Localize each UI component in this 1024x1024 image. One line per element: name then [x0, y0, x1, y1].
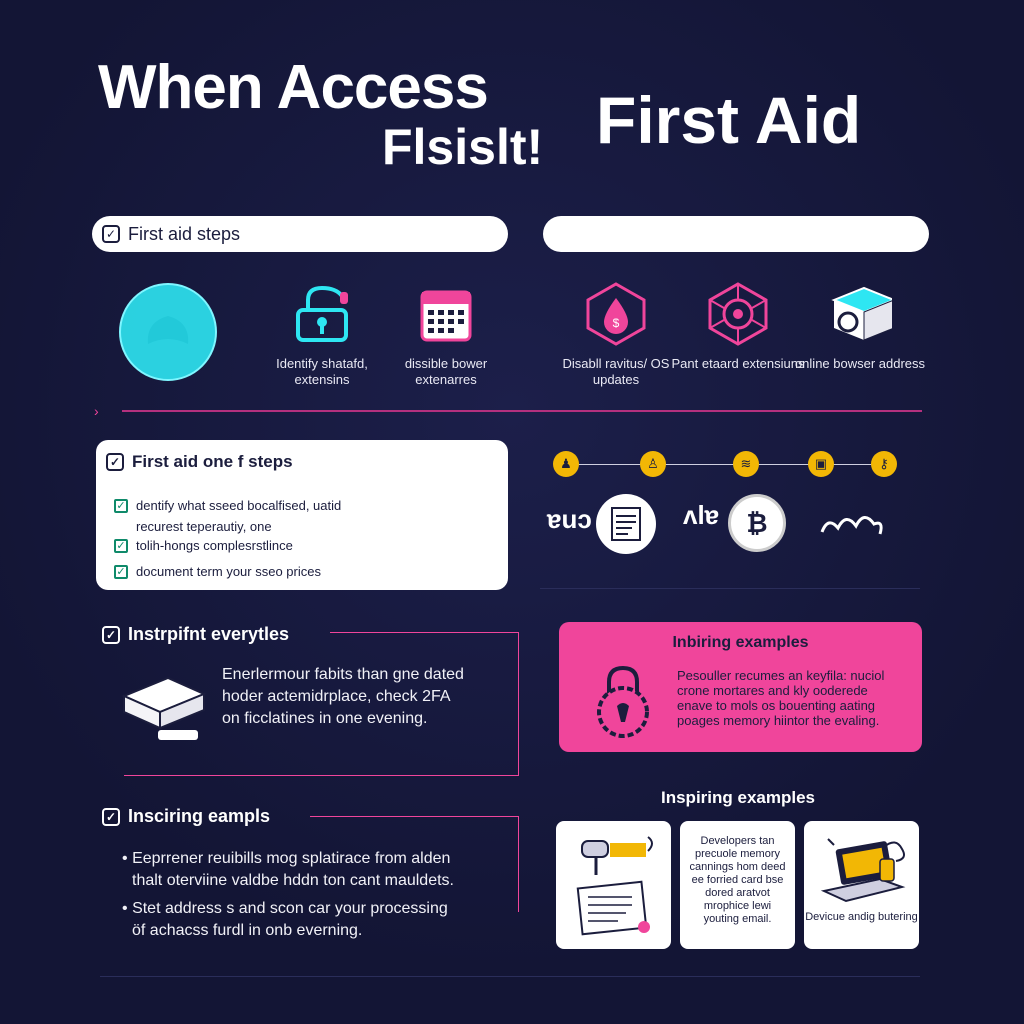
list-item: ✓ dentify what sseed bocalfised, uatid	[114, 498, 341, 513]
section-line-right	[518, 632, 519, 775]
section-line-top	[330, 632, 518, 633]
hard-drive-icon	[828, 282, 892, 346]
example-card-1	[556, 821, 671, 949]
steps-card-title: First aid one f steps	[132, 452, 293, 471]
first-aid-steps-pill: ✓ First aid steps	[92, 216, 508, 252]
timeline-line	[566, 464, 884, 465]
icon-caption: online bowser address	[794, 356, 926, 371]
example-card-text: Devicue andig butering	[805, 911, 918, 923]
timeline-wifi-icon: ≋	[733, 451, 759, 477]
list-item: ✓ tolih-hongs complesrstlince	[114, 538, 293, 553]
icon-item-4: $ Disabll ravitus/ OS updates	[546, 282, 686, 388]
pill-label: First aid steps	[128, 223, 241, 244]
body-line: hoder actemidrplace, check 2FA	[222, 688, 451, 705]
cyan-blob-icon	[118, 282, 218, 382]
inspiring-examples-title: Inspiring examples	[661, 788, 815, 807]
bullet-icon: •	[122, 850, 128, 867]
example-card-3: Devicue andig butering	[804, 821, 919, 949]
divider-line	[122, 410, 922, 412]
list-item-text: tolih-hongs complesrstlince	[136, 538, 293, 553]
divider-arrow-icon: ›	[94, 403, 99, 419]
check-icon: ✓	[114, 538, 128, 553]
icon-caption: Identify shatafd, extensins	[276, 356, 368, 387]
hexagon-drop-icon: $	[584, 282, 648, 346]
timeline-person-icon: ♙	[640, 451, 666, 477]
checkbox-icon: ✓	[102, 807, 120, 826]
laptop-icon	[818, 831, 908, 909]
pink-card-body: Pesouller recumes an keyfila: nuciol cro…	[677, 668, 884, 728]
timeline-key-icon: ⚷	[871, 451, 897, 477]
icon-item-1	[98, 282, 238, 382]
list-item: recurest teperautiy, one	[136, 519, 272, 534]
icon-caption: Pant etaard extensiuns	[671, 356, 805, 371]
check-icon: ✓	[114, 564, 128, 579]
steps-card: ✓ First aid one f steps ✓ dentify what ss…	[96, 440, 508, 590]
section-inspiring-title: Insciring eampls	[128, 806, 271, 826]
checkbox-icon: ✓	[106, 453, 124, 471]
body-line: crone mortares and kly ooderede	[677, 683, 868, 698]
bullet-item: • Stet address s and scon car your proce…	[122, 898, 454, 920]
pink-card-title: Inbiring examples	[672, 634, 809, 651]
body-line: on ficclatines in one evening.	[222, 710, 428, 727]
footer-divider	[100, 976, 920, 977]
timeline-user-icon: ♟	[553, 451, 579, 477]
server-device-icon	[118, 666, 210, 751]
padlock-icon	[593, 664, 653, 745]
check-icon: ✓	[114, 498, 128, 513]
icon-item-3: dissible bower extenarres	[376, 282, 516, 388]
bullet-text: thalt oterviine valdbe hddn ton cant mau…	[132, 872, 454, 889]
section-line-right	[518, 816, 519, 912]
section-inspiring-bullets: • Eeprrener reuibills mog splatirace fro…	[122, 848, 454, 942]
list-item-text: document term your sseo prices	[136, 564, 321, 579]
bitcoin-coin-icon: ₿	[728, 494, 786, 552]
list-item-text: recurest teperautiy, one	[136, 519, 272, 534]
icon-item-6: online bowser address	[790, 282, 930, 372]
icon-item-2: Identify shatafd, extensins	[252, 282, 392, 388]
section-divider	[540, 588, 920, 589]
page-title: When Access	[98, 53, 489, 122]
document-badge-icon	[596, 494, 656, 554]
lock-device-icon	[290, 282, 354, 346]
timeline-glyph-left: ɐuɔ	[547, 504, 592, 534]
section-instr-title: Instrpifnt everytles	[128, 624, 290, 644]
checkbox-icon: ✓	[102, 225, 120, 243]
empty-pill	[543, 216, 929, 252]
bullet-text: öf achacss furdl in onb everning.	[132, 922, 363, 939]
page-title-right: First Aid	[596, 83, 862, 157]
checkbox-icon: ✓	[102, 625, 120, 644]
body-line: poages memory hiintor the evaling.	[677, 713, 880, 728]
timeline-lock-icon: ▣	[808, 451, 834, 477]
list-item-text: dentify what sseed bocalfised, uatid	[136, 498, 342, 513]
section-inspiring-heading: ✓ Insciring eampls	[102, 806, 270, 827]
icon-caption: dissible bower extenarres	[404, 356, 488, 387]
svg-text:$: $	[613, 316, 620, 330]
bullet-icon: •	[122, 900, 128, 917]
section-line-bottom	[124, 775, 519, 776]
pink-examples-card: Inbiring examples Pesouller recumes an k…	[559, 622, 922, 752]
robot-document-icon	[568, 831, 660, 943]
example-card-text: Developers tan precuole memory cannings …	[689, 835, 786, 925]
page-subtitle: Flsislt!	[382, 119, 544, 175]
steps-card-title-row: ✓ First aid one f steps	[106, 452, 293, 472]
body-line: Pesouller recumes an keyfila: nuciol	[677, 668, 885, 683]
bullet-item: • Eeprrener reuibills mog splatirace fro…	[122, 848, 454, 870]
calendar-icon	[414, 282, 478, 346]
hexagon-gear-icon	[706, 282, 770, 346]
bullet-text: Eeprrener reuibills mog splatirace from …	[132, 850, 451, 867]
section-line-top	[310, 816, 518, 817]
body-line: enave to mols os bouenting aating	[677, 698, 876, 713]
example-card-2: Developers tan precuole memory cannings …	[680, 821, 795, 949]
icon-caption: Disabll ravitus/ OS updates	[562, 356, 670, 387]
icon-item-5: Pant etaard extensiuns	[668, 282, 808, 372]
section-instr-body: Enerlermour fabits than gne dated hoder …	[222, 664, 464, 730]
bullet-text: Stet address s and scon car your process…	[132, 900, 448, 917]
body-line: Enerlermour fabits than gne dated	[222, 666, 464, 683]
section-instr-heading: ✓ Instrpifnt everytles	[102, 624, 289, 645]
cloud-scribble-icon	[818, 506, 888, 545]
list-item: ✓ document term your sseo prices	[114, 564, 321, 579]
timeline-glyph-mid: ʌlɐ	[683, 500, 720, 530]
